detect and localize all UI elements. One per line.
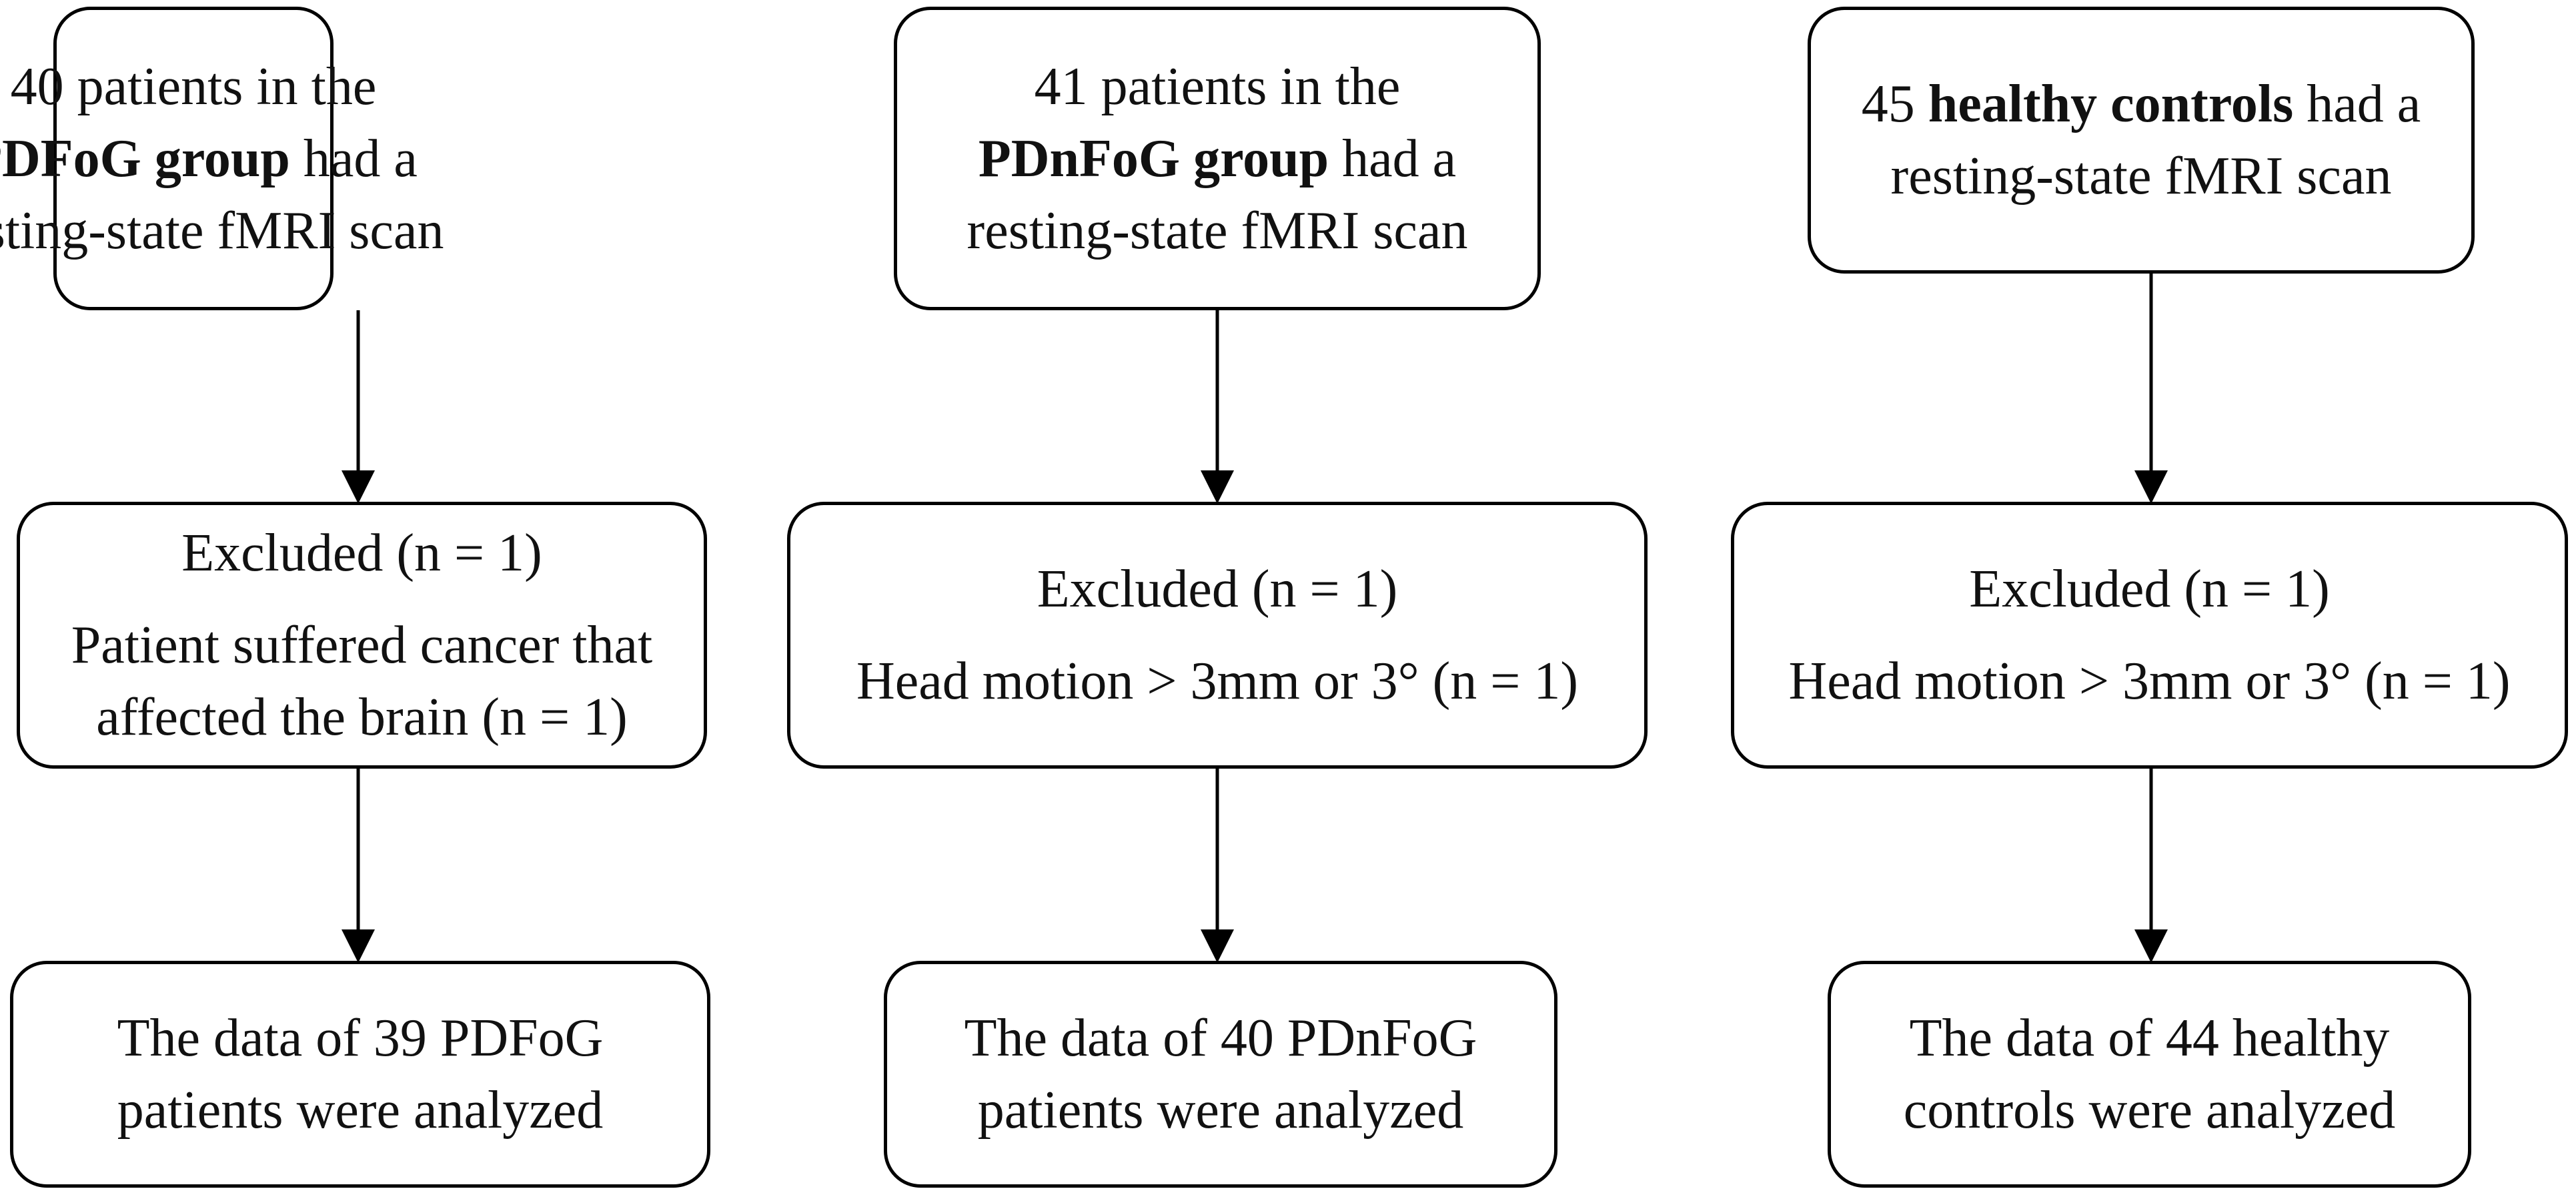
result-line: The data of 40 PDnFoG: [964, 1009, 1477, 1068]
group-text: 40 patients in the: [10, 57, 377, 116]
result-box: The data of 44 healthy controls were anal…: [1828, 961, 2471, 1188]
group-box-line: PDFoG group had a: [0, 123, 418, 195]
result-line: The data of 44 healthy: [1909, 1009, 2390, 1068]
exclusion-box: Excluded (n = 1) Head motion > 3mm or 3° …: [1731, 502, 2568, 769]
group-text: 41 patients in the: [1034, 57, 1401, 116]
exclusion-title: Excluded (n = 1): [1037, 560, 1398, 619]
group-text: resting-state fMRI scan: [1890, 147, 2392, 206]
result-box: The data of 39 PDFoG patients were analyz…: [10, 961, 710, 1188]
group-text: resting-state fMRI scan: [967, 201, 1468, 260]
exclusion-box: Excluded (n = 1) Head motion > 3mm or 3° …: [787, 502, 1648, 769]
group-box-line: 45 healthy controls had a: [1862, 68, 2421, 140]
exclusion-reason: affected the brain (n = 1): [96, 688, 628, 747]
exclusion-reason: Patient suffered cancer that: [71, 616, 653, 675]
exclusion-title: Excluded (n = 1): [1969, 560, 2330, 619]
group-text: 45: [1861, 75, 1928, 133]
group-box: 45 healthy controls had a resting-state f…: [1808, 7, 2475, 274]
group-box-line: resting-state fMRI scan: [967, 195, 1468, 267]
group-box-line: resting-state fMRI scan: [0, 195, 444, 267]
exclusion-reason: Head motion > 3mm or 3° (n = 1): [1788, 652, 2511, 711]
exclusion-title: Excluded (n = 1): [181, 524, 542, 582]
group-box-line: PDnFoG group had a: [979, 123, 1456, 195]
group-box-line: 40 patients in the: [11, 51, 377, 123]
exclusion-box: Excluded (n = 1) Patient suffered cancer …: [17, 502, 707, 769]
result-line: patients were analyzed: [977, 1081, 1464, 1140]
exclusion-reason: Head motion > 3mm or 3° (n = 1): [856, 652, 1579, 711]
group-box-line: resting-state fMRI scan: [1891, 140, 2392, 212]
group-text: resting-state fMRI scan: [0, 201, 444, 260]
result-line: patients were analyzed: [117, 1081, 604, 1140]
result-line: The data of 39 PDFoG: [117, 1009, 604, 1068]
group-text: had a: [2293, 75, 2421, 133]
group-text: had a: [1329, 129, 1457, 188]
result-line: controls were analyzed: [1903, 1081, 2396, 1140]
group-box-line: 41 patients in the: [1035, 51, 1401, 123]
group-name-bold: PDnFoG group: [978, 129, 1329, 188]
group-text: had a: [289, 129, 418, 188]
group-name-bold: healthy controls: [1928, 75, 2294, 133]
group-name-bold: PDFoG group: [0, 129, 290, 188]
result-box: The data of 40 PDnFoG patients were analy…: [884, 961, 1557, 1188]
